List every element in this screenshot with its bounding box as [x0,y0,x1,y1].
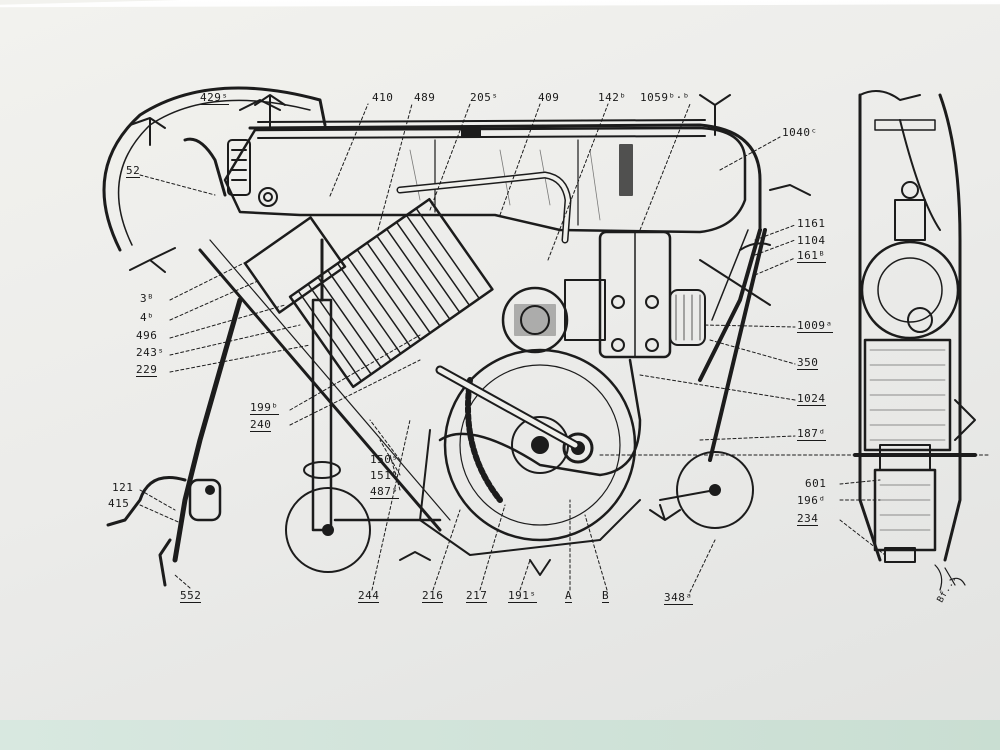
label-229: 229 [136,363,158,377]
label-161: 161ᴮ [797,249,826,263]
end-view-wheel [860,240,960,340]
label-601: 601 [805,477,827,490]
magneto [564,230,706,359]
label-243: 243ˢ [136,346,165,359]
rear-roller [285,487,371,573]
flywheel [443,348,637,542]
end-view [853,90,977,563]
label-240: 240 [250,418,272,432]
exhaust-pipe [396,171,572,244]
label-552: 552 [180,589,202,603]
label-350: 350 [797,356,819,370]
front-roller [676,451,754,529]
crank-pin [562,432,594,464]
label-187: 187ᵈ [797,427,826,441]
cylinder [288,197,494,389]
label-A: A [565,589,573,603]
wing-nuts [129,94,811,576]
label-244: 244 [358,589,380,603]
label-191: 191ˢ [508,589,537,603]
label-196: 196ᵈ [797,494,826,507]
frame-tube [248,123,762,232]
fuel-tank [223,126,747,234]
label-151: 151ᵇ [370,469,399,482]
label-205: 205ˢ [470,91,499,104]
hand-lever [172,297,243,563]
label-410: 410 [372,91,394,104]
leader-lines [139,103,991,593]
label-487: 487ˢ [370,485,399,499]
background-strip [0,720,1000,750]
label-496: 496 [136,329,158,342]
label-B: B [602,589,610,603]
filler-cap [461,127,481,137]
label-429: 429ˢ [200,91,229,105]
label-348: 348ᵃ [664,591,693,605]
label-150: 150ˢ [370,453,399,466]
label-409: 409 [538,91,560,104]
label-1024: 1024 [797,392,826,406]
page-fold [0,0,1000,8]
artist-signature [934,564,966,591]
label-142: 142ᵇ [598,91,627,104]
label-4: 4ᵇ [140,311,155,324]
label-1040: 1040ᶜ [782,126,818,139]
label-489: 489 [414,91,436,104]
label-415: 415 [108,497,130,510]
label-234: 234 [797,512,819,526]
label-199: 199ᵇ [250,401,279,415]
label-52: 52 [126,164,141,178]
label-3: 3ᴮ [140,292,155,305]
cylinder-head [243,216,347,314]
mudguard [102,86,327,252]
label-217: 217 [466,589,488,603]
side-view [102,86,811,587]
label-1009: 1009ᵃ [797,319,833,333]
label-1104: 1104 [797,234,826,247]
label-1059: 1059ᵇ·ᵇ [640,91,690,104]
control-rod [708,228,767,462]
label-216: 216 [422,589,444,603]
label-121: 121 [112,481,134,494]
oil-pump [501,286,569,354]
end-view-crankcase [863,338,952,452]
label-1161: 1161 [797,217,826,230]
